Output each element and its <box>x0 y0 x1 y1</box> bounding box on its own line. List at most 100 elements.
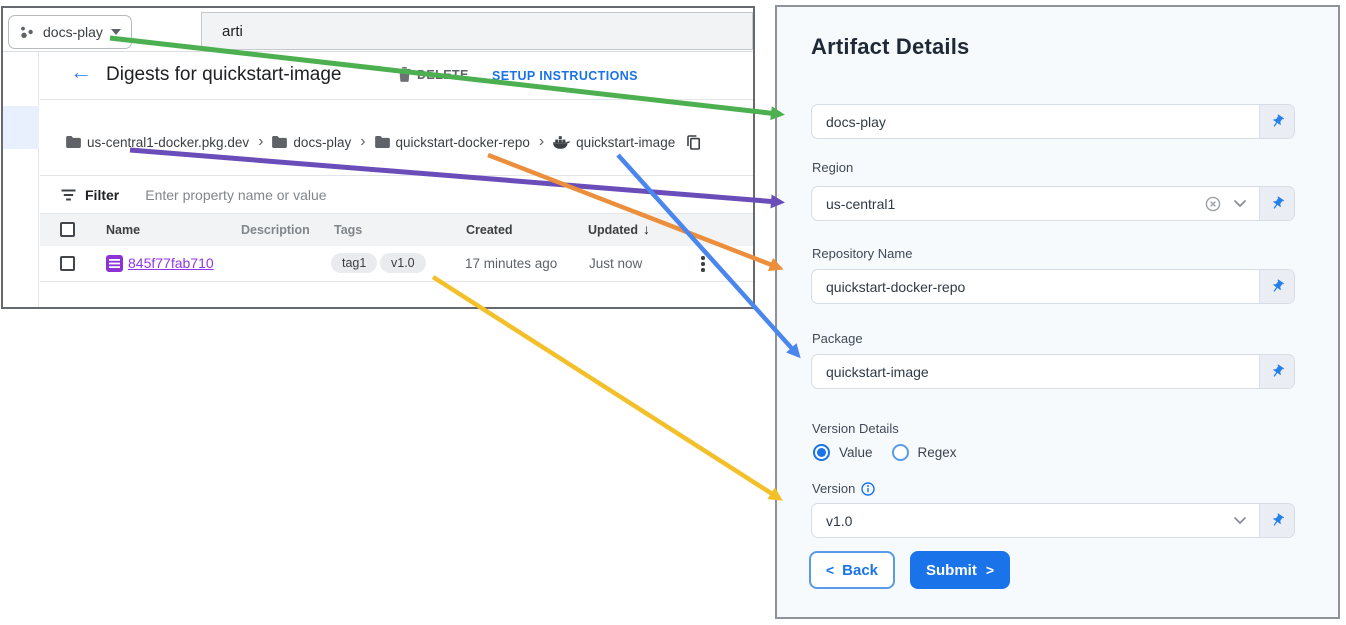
version-label: Version <box>812 481 876 496</box>
filter-label: Filter <box>85 186 120 203</box>
tag-pill[interactable]: tag1 <box>331 253 378 273</box>
pin-button[interactable] <box>1259 355 1294 388</box>
column-header-tags[interactable]: Tags <box>334 223 363 237</box>
table-row: 845f77fab710 tag1 v1.0 17 minutes ago Ju… <box>40 246 753 282</box>
info-icon[interactable] <box>861 481 876 496</box>
folder-icon <box>272 136 288 148</box>
active-nav-item[interactable] <box>3 106 39 149</box>
chevron-down-icon[interactable] <box>1234 516 1246 525</box>
region-label: Region <box>812 160 854 175</box>
filter-input[interactable] <box>145 186 753 203</box>
radio-regex-label: Regex <box>917 445 957 460</box>
pin-icon <box>1272 364 1284 377</box>
page-title: Digests for quickstart-image <box>106 64 342 85</box>
version-field-row <box>811 503 1295 538</box>
filter-icon <box>61 189 76 200</box>
package-field-row <box>811 354 1295 389</box>
digest-link[interactable]: 845f77fab710 <box>128 255 214 271</box>
row-overflow-menu-icon[interactable] <box>699 254 707 274</box>
copy-icon[interactable] <box>687 134 701 150</box>
folder-icon <box>374 136 390 148</box>
console-content: ← Digests for quickstart-image DELETE SE… <box>40 52 753 307</box>
console-topbar: docs-play <box>3 8 753 52</box>
version-label-text: Version <box>812 481 856 496</box>
created-cell: 17 minutes ago <box>465 256 558 271</box>
updated-cell: Just now <box>589 256 643 271</box>
project-dots-icon <box>21 26 33 38</box>
pin-button[interactable] <box>1259 504 1294 537</box>
version-details-radios: Value Regex <box>813 444 957 461</box>
column-header-updated[interactable]: Updated <box>588 223 638 237</box>
artifact-details-panel: Artifact Details Region <box>775 5 1340 619</box>
digest-icon <box>106 255 123 272</box>
pin-icon <box>1272 114 1284 127</box>
pin-icon <box>1272 279 1284 292</box>
submit-button[interactable]: Submit > <box>910 551 1010 589</box>
back-chevron-icon: < <box>825 562 835 578</box>
version-details-label: Version Details <box>812 421 899 436</box>
back-arrow-icon[interactable]: ← <box>70 59 92 84</box>
console-panel: docs-play ← Digests for quickstart-image <box>1 6 755 309</box>
breadcrumb-label: quickstart-image <box>576 134 676 150</box>
search-input[interactable] <box>202 22 752 40</box>
package-field[interactable] <box>812 355 1259 388</box>
pin-button[interactable] <box>1259 187 1294 220</box>
radio-regex[interactable] <box>891 444 909 461</box>
delete-label: DELETE <box>417 67 469 82</box>
pin-icon <box>1272 196 1284 209</box>
pin-button[interactable] <box>1259 270 1294 303</box>
pin-icon <box>1272 513 1284 526</box>
trash-icon <box>398 67 411 82</box>
repository-field[interactable] <box>812 270 1259 303</box>
search-box <box>201 12 753 50</box>
left-nav-strip <box>3 52 39 307</box>
submit-chevron-icon: > <box>985 562 995 578</box>
panel-title: Artifact Details <box>811 34 970 59</box>
repository-field-row <box>811 269 1295 304</box>
clear-icon[interactable] <box>1205 196 1221 212</box>
folder-icon <box>66 136 81 148</box>
version-field[interactable] <box>812 504 1234 537</box>
breadcrumb-label: quickstart-docker-repo <box>395 134 530 150</box>
radio-value-selected[interactable] <box>813 444 830 461</box>
breadcrumb-item-package[interactable]: quickstart-image <box>553 135 675 150</box>
package-label: Package <box>812 331 863 346</box>
delete-button[interactable]: DELETE <box>398 67 469 82</box>
breadcrumb-item-registry[interactable]: us-central1-docker.pkg.dev <box>66 135 249 150</box>
docker-whale-icon <box>553 135 571 149</box>
version-arrow <box>431 275 783 501</box>
breadcrumb-row: us-central1-docker.pkg.dev › docs-play › <box>40 100 753 176</box>
filter-bar: Filter <box>40 176 753 214</box>
project-switcher-label: docs-play <box>43 24 103 40</box>
project-field[interactable] <box>812 105 1259 138</box>
sort-desc-icon[interactable]: ↓ <box>643 221 650 237</box>
setup-instructions-link[interactable]: SETUP INSTRUCTIONS <box>492 69 638 83</box>
column-header-description[interactable]: Description <box>241 223 310 237</box>
pin-button[interactable] <box>1259 105 1294 138</box>
back-button-label: Back <box>842 561 879 579</box>
region-field[interactable] <box>812 187 1205 220</box>
breadcrumb-separator: › <box>258 133 264 150</box>
breadcrumb: us-central1-docker.pkg.dev › docs-play › <box>66 133 701 151</box>
submit-button-label: Submit <box>925 561 977 579</box>
radio-value-label: Value <box>839 445 873 460</box>
caret-down-icon <box>111 29 121 35</box>
region-field-row <box>811 186 1295 221</box>
breadcrumb-item-project[interactable]: docs-play <box>272 135 351 150</box>
console-body: ← Digests for quickstart-image DELETE SE… <box>3 52 753 307</box>
chevron-down-icon[interactable] <box>1234 199 1246 208</box>
breadcrumb-label: us-central1-docker.pkg.dev <box>87 134 250 150</box>
column-header-name[interactable]: Name <box>106 223 141 237</box>
back-button[interactable]: < Back <box>809 551 895 589</box>
project-switcher[interactable]: docs-play <box>8 15 132 49</box>
repository-label: Repository Name <box>812 246 913 261</box>
version-tag-pill[interactable]: v1.0 <box>380 253 426 273</box>
breadcrumb-item-repository[interactable]: quickstart-docker-repo <box>374 134 530 150</box>
breadcrumb-label: docs-play <box>293 134 352 150</box>
breadcrumb-separator: › <box>360 133 366 150</box>
project-field-row <box>811 104 1295 139</box>
row-checkbox[interactable] <box>60 256 75 271</box>
select-all-checkbox[interactable] <box>60 222 75 237</box>
column-header-created[interactable]: Created <box>466 223 513 237</box>
